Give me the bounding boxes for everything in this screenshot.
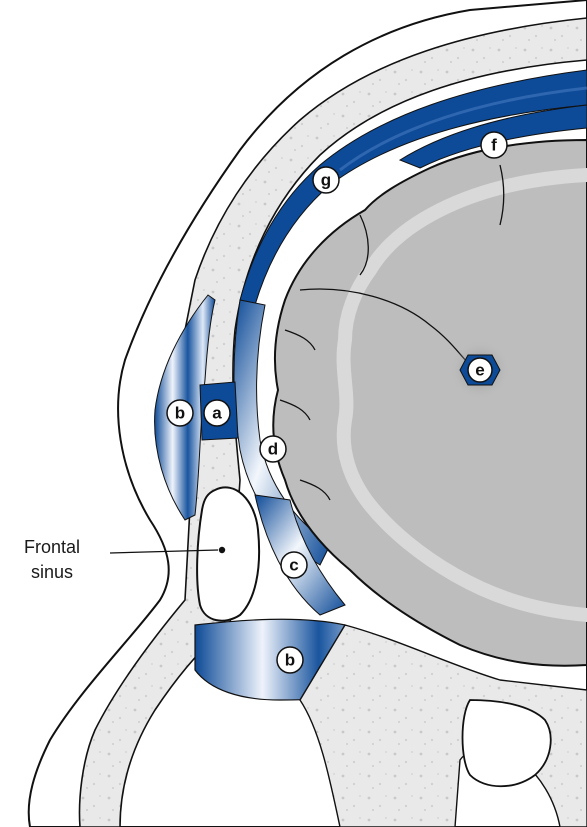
svg-text:e: e xyxy=(475,361,484,380)
frontal-sinus-label-line2: sinus xyxy=(31,562,73,582)
svg-text:g: g xyxy=(321,171,331,190)
svg-text:b: b xyxy=(175,404,185,423)
svg-text:c: c xyxy=(289,556,298,575)
label-badge-f: f xyxy=(481,132,507,158)
label-badge-g: g xyxy=(313,167,339,193)
svg-text:a: a xyxy=(212,404,222,423)
label-badge-b-upper: b xyxy=(167,400,193,426)
svg-text:d: d xyxy=(268,440,278,459)
orbital-cavity xyxy=(463,700,551,786)
frontal-sinus xyxy=(197,487,259,620)
label-badge-d: d xyxy=(260,436,286,462)
label-badge-a: a xyxy=(204,400,230,426)
frontal-sinus-label-line1: Frontal xyxy=(24,537,80,557)
label-badge-e: e xyxy=(468,358,492,382)
svg-text:b: b xyxy=(285,651,295,670)
label-badge-b-lower: b xyxy=(277,647,303,673)
svg-text:f: f xyxy=(491,136,497,155)
label-badge-c: c xyxy=(281,552,307,578)
frontal-sinus-dot xyxy=(219,547,225,553)
